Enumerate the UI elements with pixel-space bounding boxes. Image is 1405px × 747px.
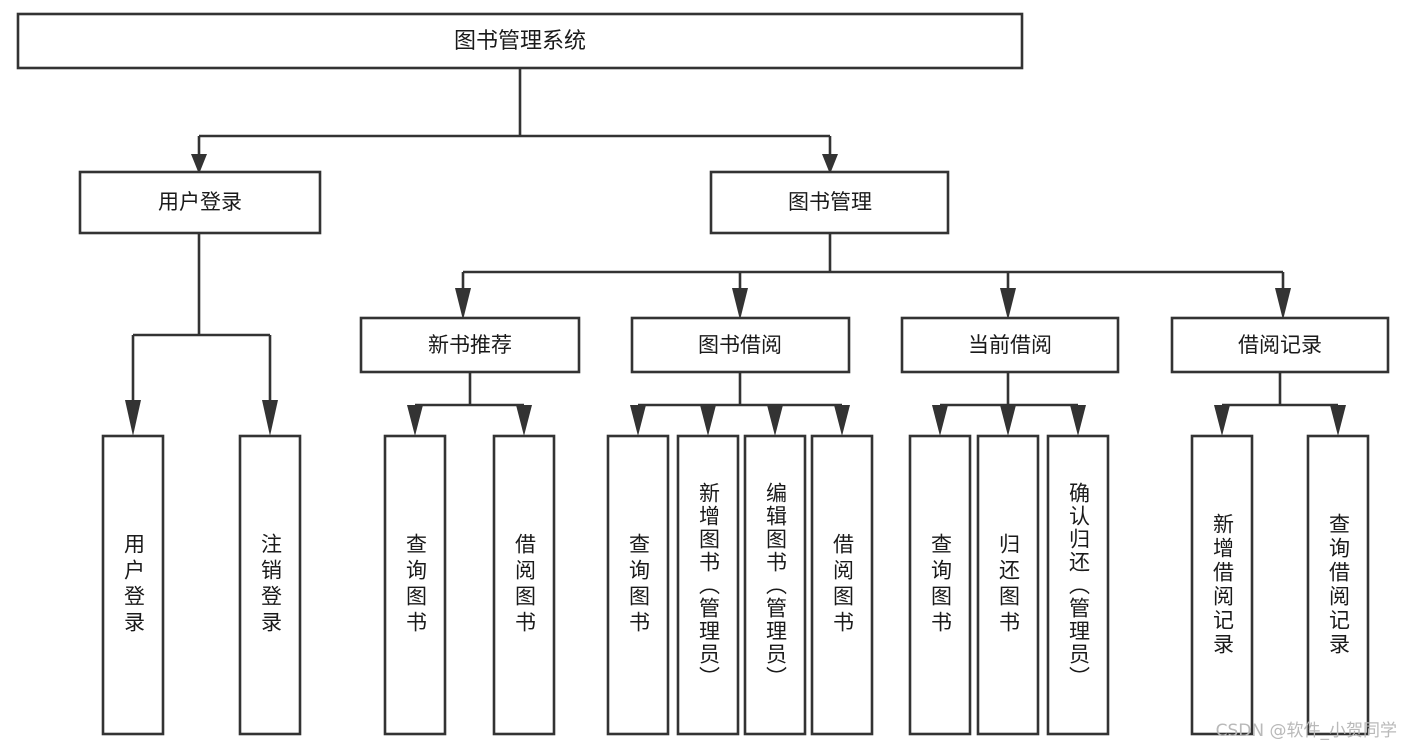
leaf-boxes (101, 434, 1370, 736)
leaf-edit-book-box[interactable] (743, 434, 807, 736)
arrow-head-leaf-query-book-3 (932, 405, 948, 436)
node-book-manage-box[interactable] (709, 170, 950, 235)
node-user-login-label: 用户登录 (158, 190, 242, 214)
arrow-head-leaf-query-book-2 (630, 405, 646, 436)
node-borrow-record-label: 借阅记录 (1238, 333, 1322, 357)
arrow-head-leaf-add-book (700, 405, 716, 436)
connector-group-book-borrow (630, 372, 850, 436)
arrow-head-leaf-user-logout (262, 400, 278, 436)
arrow-head-current-borrow (1000, 288, 1016, 320)
node-book-borrow-box[interactable] (630, 316, 851, 374)
leaf-query-book-2-box[interactable] (606, 434, 670, 736)
leaf-user-login-box[interactable] (101, 434, 165, 736)
connector-group-current-borrow (932, 372, 1086, 436)
arrow-head-user-login (191, 154, 207, 174)
arrow-head-leaf-borrow-book-1 (516, 405, 532, 436)
leaf-add-record-box[interactable] (1190, 434, 1254, 736)
connector-group-user-login (125, 233, 278, 436)
arrow-head-book-manage (822, 154, 838, 174)
connector-group-borrow-record (1214, 372, 1346, 436)
node-root-label: 图书管理系统 (454, 29, 586, 54)
arrow-head-book-borrow (732, 288, 748, 320)
leaf-user-login-label: 用户登录 (121, 533, 146, 637)
arrow-head-leaf-return-book (1000, 405, 1016, 436)
node-new-book-recommend[interactable]: 新书推荐 (359, 316, 581, 374)
leaf-borrow-book-2-box[interactable] (810, 434, 874, 736)
leaf-add-book-box[interactable] (676, 434, 740, 736)
leaf-user-logout-box[interactable] (238, 434, 302, 736)
node-user-login-box[interactable] (78, 170, 322, 235)
leaf-confirm-return-label: 确认归还（管理员） (1066, 481, 1091, 689)
leaf-confirm-return-box[interactable] (1046, 434, 1110, 736)
node-borrow-record[interactable]: 借阅记录 (1170, 316, 1390, 374)
node-book-manage-label: 图书管理 (788, 190, 872, 214)
leaf-return-book-label: 归还图书 (996, 533, 1021, 637)
leaf-query-book-1-box[interactable] (383, 434, 447, 736)
arrow-head-leaf-query-book-1 (407, 405, 423, 436)
node-book-borrow-label: 图书借阅 (698, 333, 782, 357)
arrow-head-leaf-user-login (125, 400, 141, 436)
leaf-add-record-label: 新增借阅记录 (1210, 513, 1235, 657)
node-book-borrow[interactable]: 图书借阅 (630, 316, 851, 374)
leaf-query-book-2-label: 查询图书 (626, 533, 651, 637)
node-borrow-record-box[interactable] (1170, 316, 1390, 374)
leaf-return-book-box[interactable] (976, 434, 1040, 736)
arrow-head-borrow-record (1275, 288, 1291, 320)
leaf-add-book-label: 新增图书（管理员） (696, 481, 721, 689)
leaf-query-book-3-label: 查询图书 (928, 533, 953, 637)
leaf-query-record-box[interactable] (1306, 434, 1370, 736)
leaf-borrow-book-2-label: 借阅图书 (830, 533, 855, 637)
node-current-borrow-label: 当前借阅 (968, 333, 1052, 357)
leaf-edit-book-label: 编辑图书（管理员） (763, 481, 788, 689)
node-current-borrow-box[interactable] (900, 316, 1120, 374)
connector-group-root (191, 68, 838, 174)
node-current-borrow[interactable]: 当前借阅 (900, 316, 1120, 374)
connector-group-new-book-recommend (407, 372, 532, 436)
arrow-head-leaf-edit-book (767, 405, 783, 436)
arrow-head-new-book-recommend (455, 288, 471, 320)
arrow-head-leaf-borrow-book-2 (834, 405, 850, 436)
arrow-head-leaf-add-record (1214, 405, 1230, 436)
leaf-user-logout-label: 注销登录 (258, 533, 283, 637)
node-root-box[interactable] (16, 12, 1024, 70)
node-user-login[interactable]: 用户登录 (78, 170, 322, 235)
leaf-query-book-1-label: 查询图书 (403, 533, 428, 637)
leaf-borrow-book-1-label: 借阅图书 (512, 533, 537, 637)
arrow-head-leaf-confirm-return (1070, 405, 1086, 436)
node-new-book-recommend-box[interactable] (359, 316, 581, 374)
leaf-borrow-book-1-box[interactable] (492, 434, 556, 736)
connector-group-book-manage (455, 234, 1291, 320)
node-new-book-recommend-label: 新书推荐 (428, 333, 512, 357)
node-root[interactable]: 图书管理系统 (16, 12, 1024, 70)
leaf-query-book-3-box[interactable] (908, 434, 972, 736)
leaf-query-record-label: 查询借阅记录 (1326, 513, 1351, 657)
arrow-head-leaf-query-record (1330, 405, 1346, 436)
node-book-manage[interactable]: 图书管理 (709, 170, 950, 235)
